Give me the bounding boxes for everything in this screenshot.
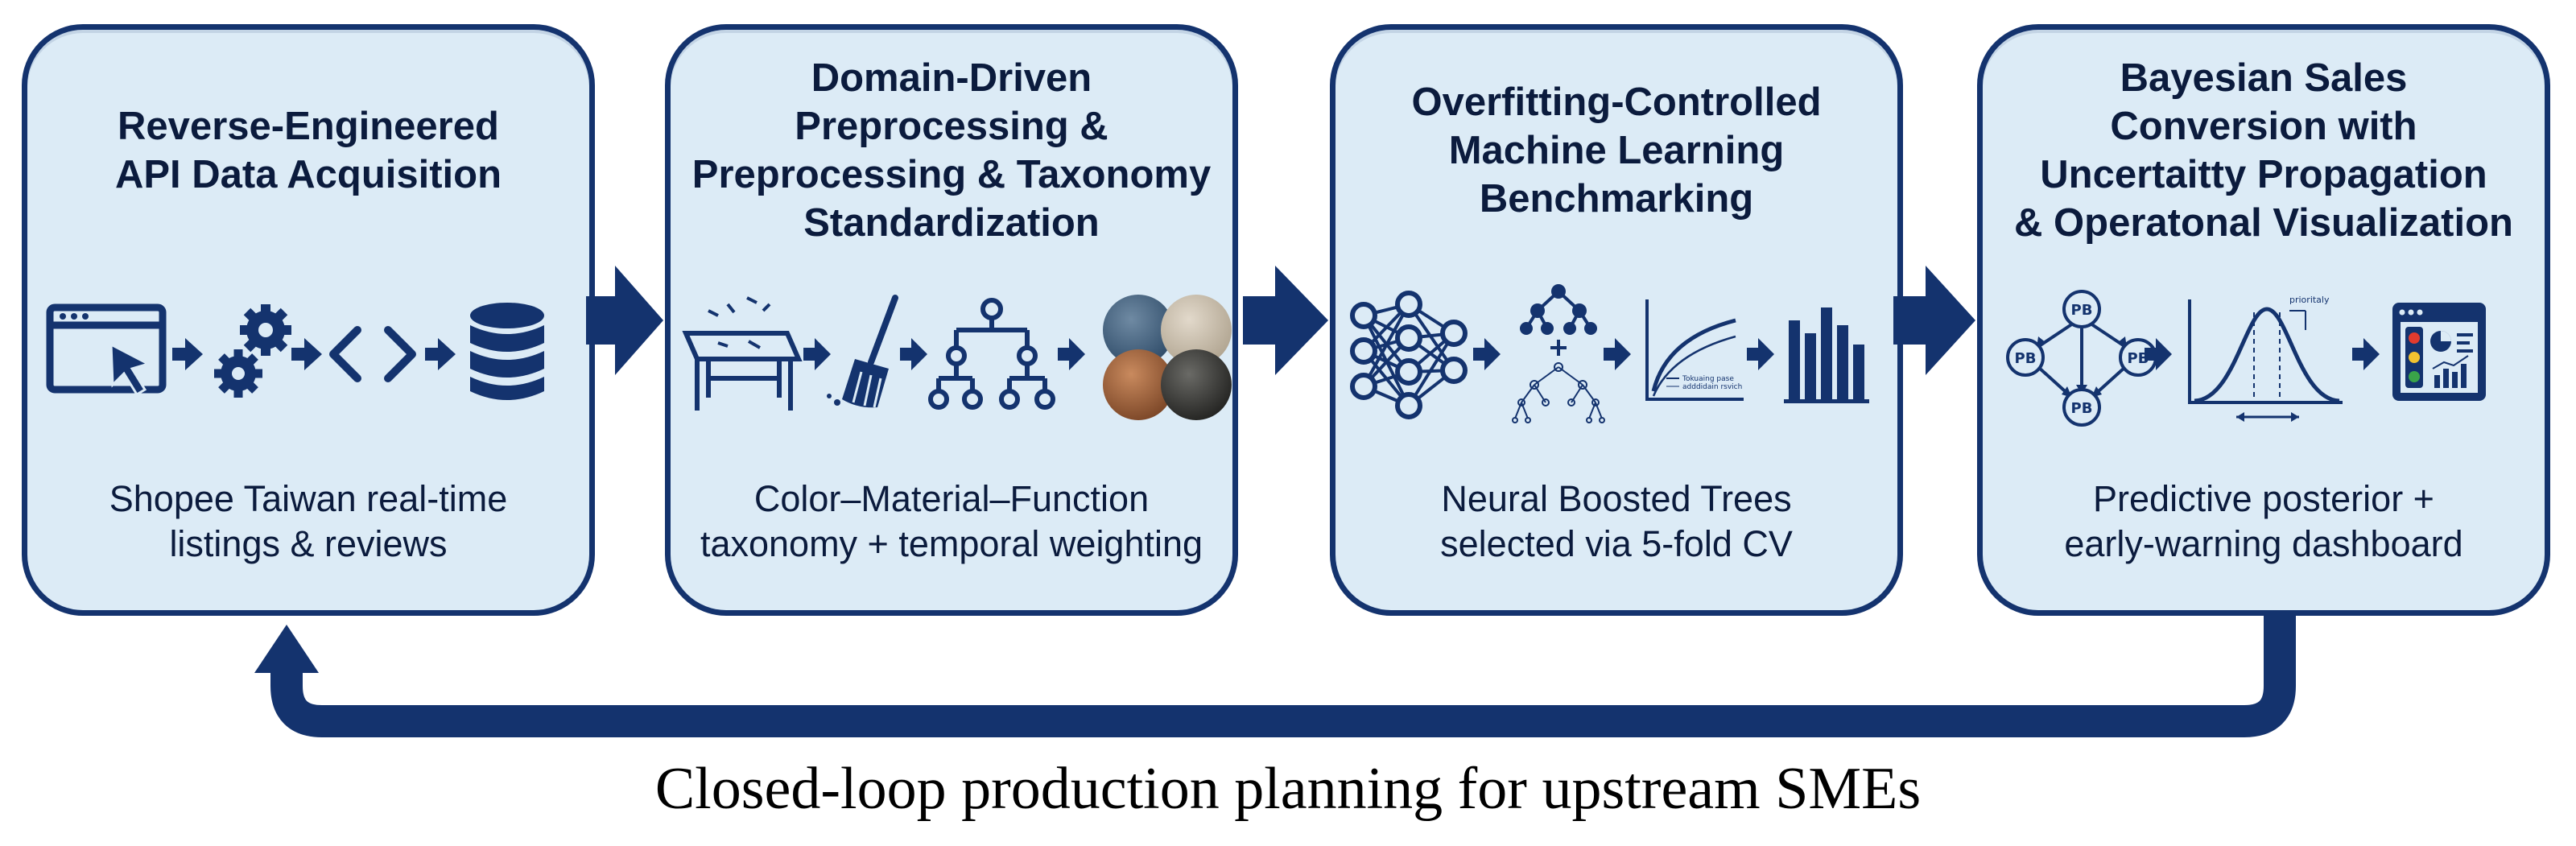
cursor-icon	[109, 342, 151, 397]
small-arrow-icon	[900, 338, 927, 370]
stage-4-description: Predictive posterior + early-warning das…	[1999, 477, 2529, 605]
boosted-trees-icon	[1512, 284, 1605, 423]
arrow-right-icon	[586, 266, 663, 375]
stage-2-title-line: Preprocessing &	[795, 105, 1108, 148]
stage-3-title-line: Benchmarking	[1479, 177, 1754, 221]
dirty-table-icon	[682, 331, 803, 411]
priority-label: prioritaly	[2289, 295, 2330, 305]
stage-3-title-line: Machine Learning	[1448, 129, 1785, 172]
stage-2-title: Domain-Driven Preprocessing & Preprocess…	[687, 30, 1216, 271]
stage-2-title-line: Domain-Driven	[811, 56, 1092, 100]
stage-2-desc-line: Color–Material–Function	[753, 478, 1150, 519]
pb-node-label: PB	[2071, 400, 2093, 417]
small-arrow-icon	[1604, 338, 1631, 370]
stage-1-title: Reverse-Engineered API Data Acquisition	[43, 30, 573, 271]
small-arrow-icon	[291, 338, 322, 370]
small-arrow-icon	[425, 338, 456, 370]
arrow-right-icon	[1243, 266, 1328, 375]
material-swatches-icon	[1103, 295, 1232, 420]
bar-chart-icon	[1784, 307, 1869, 403]
broom-icon	[827, 295, 898, 408]
bayesian-network-icon: PB PB PB PB	[2006, 290, 2157, 427]
arrow-right-icon	[1893, 266, 1975, 375]
stage-1-description: Shopee Taiwan real-time listings & revie…	[43, 477, 573, 605]
stage-2-desc-line: taxonomy + temporal weighting	[700, 523, 1203, 564]
stage-1-title-line: API Data Acquisition	[114, 153, 502, 196]
stage-4-title-line: Uncertaitty Propagation	[2040, 153, 2487, 196]
stage-2-description: Color–Material–Function taxonomy + tempo…	[687, 477, 1216, 605]
small-arrow-icon	[803, 338, 831, 370]
stage-4-desc-line: Predictive posterior +	[2093, 478, 2434, 519]
stage-3-desc-line: Neural Boosted Trees	[1441, 478, 1792, 519]
curve-legend-label: adddidain rsvich	[1682, 383, 1742, 391]
stage-1-desc-line: listings & reviews	[169, 523, 448, 564]
pb-node-label: PB	[2128, 350, 2149, 367]
browser-window-icon	[46, 303, 167, 394]
feedback-loop-arrow	[270, 613, 2296, 737]
stage-4-title-line: & Operatonal Visualization	[2014, 201, 2513, 245]
stage-4-title: Bayesian Sales Conversion with Uncertait…	[1999, 30, 2529, 271]
debris-icon	[708, 296, 771, 349]
posterior-distribution-icon: prioritaly	[2188, 295, 2343, 422]
dashboard-icon	[2392, 303, 2486, 401]
stage-2-title-line: Standardization	[803, 201, 1100, 245]
pb-node-label: PB	[2071, 302, 2093, 319]
loop-arrowhead-icon	[254, 625, 319, 673]
stage-3-desc-line: selected via 5-fold CV	[1440, 523, 1793, 564]
pb-node-label: PB	[2015, 350, 2037, 367]
stage-1-desc-line: Shopee Taiwan real-time	[109, 478, 508, 519]
stage-2-title-line: Preprocessing & Taxonomy	[691, 153, 1212, 196]
small-arrow-icon	[2145, 338, 2172, 370]
neural-network-icon	[1362, 303, 1455, 407]
curve-legend-label: Tokuaing pase	[1682, 375, 1734, 383]
small-arrow-icon	[2352, 338, 2380, 370]
database-icon	[470, 303, 544, 400]
small-arrow-icon	[172, 338, 203, 370]
stage-3-title-line: Overfitting-Controlled	[1411, 80, 1822, 124]
learning-curve-icon: Tokuaing pase adddidain rsvich	[1645, 299, 1744, 401]
small-arrow-icon	[1473, 338, 1501, 370]
stage-4-title-line: Conversion with	[2110, 105, 2417, 148]
hierarchy-tree-icon	[928, 298, 1055, 410]
small-arrow-icon	[1747, 338, 1774, 370]
small-arrow-icon	[1058, 338, 1085, 370]
code-brackets-icon	[329, 326, 416, 382]
stage-card-3: Overfitting-Controlled Machine Learning …	[1330, 24, 1903, 616]
stage-4-desc-line: early-warning dashboard	[2064, 523, 2463, 564]
stage-3-description: Neural Boosted Trees selected via 5-fold…	[1352, 477, 1881, 605]
caption: Closed-loop production planning for upst…	[654, 756, 1922, 822]
stage-4-title-line: Bayesian Sales	[2120, 56, 2408, 100]
stage-3-title: Overfitting-Controlled Machine Learning …	[1352, 30, 1881, 271]
stage-1-title-line: Reverse-Engineered	[118, 105, 499, 148]
gears-icon	[214, 304, 291, 398]
